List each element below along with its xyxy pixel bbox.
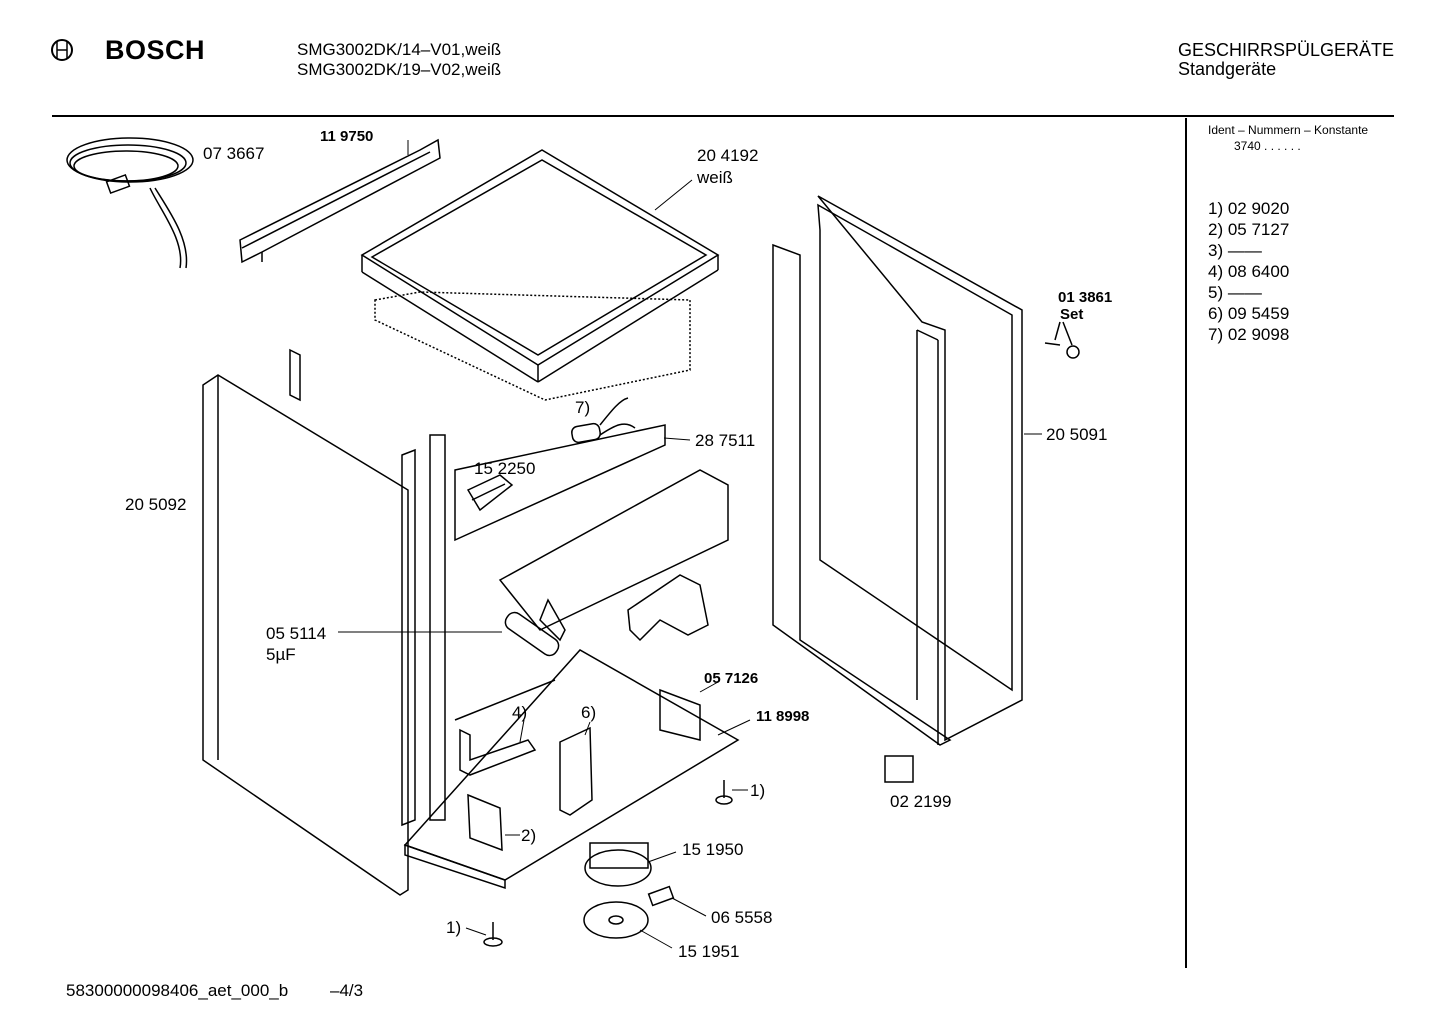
foot-part-bottom — [483, 922, 503, 947]
ref-label-4: 4) — [512, 703, 528, 722]
part-label-057126: 05 7126 — [704, 670, 759, 687]
brand-name: BOSCH — [105, 35, 206, 65]
part-label-055114: 05 5114 — [266, 624, 327, 643]
part-label-013861: 01 3861 — [1058, 289, 1113, 306]
pump-part — [584, 842, 652, 887]
ident-item-4: 4) 08 6400 — [1208, 262, 1290, 281]
part-label-205091: 20 5091 — [1046, 425, 1108, 444]
capacitor-part — [504, 611, 560, 657]
part-label-118998: 11 8998 — [756, 708, 810, 725]
part-label-151950: 15 1950 — [682, 840, 744, 859]
model-line-1: SMG3002DK/14–V01,weiß — [297, 40, 502, 59]
ident-item-2: 2) 05 7127 — [1208, 220, 1290, 239]
appliance-subcategory: Standgeräte — [1178, 59, 1277, 79]
part-label-073667: 07 3667 — [203, 144, 265, 163]
ident-item-7: 7) 02 9098 — [1208, 325, 1290, 344]
part-label-065558: 06 5558 — [711, 908, 773, 927]
part-label-151951: 15 1951 — [678, 942, 740, 961]
ref-label-6: 6) — [581, 703, 597, 722]
ident-item-6: 6) 09 5459 — [1208, 304, 1290, 323]
ref-label-2: 2) — [521, 826, 537, 845]
ident-item-5: 5) —— — [1208, 283, 1262, 302]
ident-constant: 3740 . . . . . . — [1234, 139, 1301, 153]
leader-lines — [338, 140, 1042, 949]
part-label-152250: 15 2250 — [474, 459, 536, 478]
part-label-119750: 11 9750 — [320, 128, 374, 145]
bosch-logo-icon — [51, 39, 73, 61]
part-note-055114: 5µF — [266, 645, 296, 664]
document-id: 58300000098406_aet_000_b — [66, 981, 289, 1000]
worktop-part — [360, 149, 720, 401]
left-panel-part — [202, 348, 409, 896]
part-label-022199: 02 2199 — [890, 792, 952, 811]
hose-bracket-part — [627, 574, 709, 642]
screw-set-part — [1044, 321, 1080, 359]
part-note-204192: weiß — [697, 168, 733, 187]
ref-label-1b: 1) — [446, 918, 462, 937]
bracket-4-part — [459, 728, 537, 776]
ident-item-3: 3) —— — [1208, 241, 1262, 260]
suppressor-part — [571, 397, 636, 444]
right-panel-part — [772, 195, 1023, 746]
ident-item-1: 1) 02 9020 — [1208, 199, 1290, 218]
frame-post-part — [401, 434, 446, 827]
switch-part — [466, 474, 514, 512]
part-note-013861: Set — [1060, 306, 1084, 323]
part-label-204192: 20 4192 — [697, 146, 759, 165]
ref-label-1a: 1) — [750, 781, 766, 800]
appliance-category: GESCHIRRSPÜLGERÄTE — [1178, 40, 1395, 60]
ident-title: Ident – Nummern – Konstante — [1208, 123, 1369, 137]
bracket-part — [659, 688, 701, 741]
rail-part — [239, 138, 441, 264]
disc-part — [583, 901, 649, 939]
model-line-2: SMG3002DK/19–V02,weiß — [297, 60, 502, 79]
base-frame-part — [403, 649, 740, 890]
bracket-2-part — [467, 793, 503, 852]
page-number: –4/3 — [330, 981, 364, 1000]
part-label-205092: 20 5092 — [125, 495, 187, 514]
ref-label-7: 7) — [575, 398, 591, 417]
foot-part-right — [715, 780, 733, 805]
part-label-287511: 28 7511 — [695, 431, 756, 450]
connector-part — [647, 885, 675, 907]
power-cord-part — [66, 137, 194, 269]
control-box-part — [454, 424, 729, 642]
bracket-6-part — [559, 726, 593, 816]
relay-part — [884, 755, 914, 783]
